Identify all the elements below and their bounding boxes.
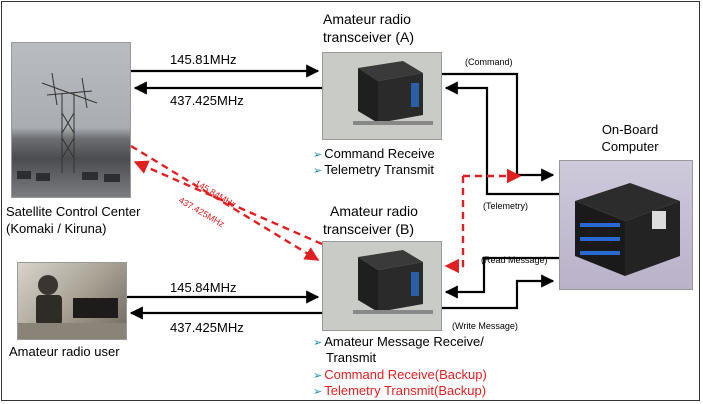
chevron-right-icon: ➢ bbox=[313, 370, 323, 382]
transceiver-b-function-1: ➢Amateur Message Receive/ bbox=[313, 334, 484, 351]
chevron-right-icon: ➢ bbox=[313, 386, 323, 398]
computer-stack-icon bbox=[575, 183, 680, 276]
chevron-right-icon: ➢ bbox=[313, 149, 323, 161]
transceiver-a-function-1: ➢Command Receive bbox=[313, 146, 435, 163]
transceiver-b-photo bbox=[322, 241, 442, 331]
amateur-user-label: Amateur radio user bbox=[9, 344, 120, 359]
transceiver-b-function-1-cont: Transmit bbox=[326, 350, 377, 365]
chevron-right-icon: ➢ bbox=[313, 165, 323, 177]
b-downlink-freq: 437.425MHz bbox=[170, 320, 244, 335]
transceiver-b-function-1-label: Amateur Message Receive/ bbox=[324, 334, 484, 349]
on-board-computer-photo bbox=[559, 160, 693, 290]
cross-uplink-arrow bbox=[130, 144, 320, 262]
obc-title-line1: On-Board bbox=[601, 122, 659, 137]
transceiver-a-photo bbox=[322, 52, 442, 140]
telemetry-label: (Telemetry) bbox=[483, 201, 529, 211]
a-uplink-freq: 145.81MHz bbox=[170, 52, 237, 67]
transceiver-a-function-2: ➢Telemetry Transmit bbox=[313, 162, 434, 179]
telemetry-path bbox=[444, 81, 559, 196]
transceiver-b-backup-1-label: Command Receive(Backup) bbox=[324, 367, 487, 382]
chevron-right-icon: ➢ bbox=[313, 337, 323, 349]
transceiver-b-title-line1: Amateur radio bbox=[330, 203, 418, 219]
antenna-tower-icon bbox=[17, 72, 120, 182]
transceiver-b-backup-1: ➢Command Receive(Backup) bbox=[313, 367, 487, 384]
transceiver-a-function-2-label: Telemetry Transmit bbox=[324, 162, 435, 177]
transceiver-b-title-line2: transceiver (B) bbox=[323, 221, 415, 237]
read-message-path bbox=[444, 256, 559, 299]
control-center-sublabel: (Komaki / Kiruna) bbox=[6, 221, 107, 236]
radio-operator-icon bbox=[18, 275, 126, 339]
transceiver-box-icon bbox=[353, 61, 433, 125]
command-path bbox=[442, 72, 555, 182]
control-center-label: Satellite Control Center bbox=[6, 204, 141, 219]
command-label: (Command) bbox=[465, 57, 513, 67]
read-message-label: (Read Message) bbox=[481, 255, 548, 265]
a-downlink-freq: 437.425MHz bbox=[170, 93, 244, 108]
transceiver-a-title-line2: transceiver (A) bbox=[323, 29, 415, 45]
transceiver-a-title-line1: Amateur radio bbox=[323, 11, 411, 27]
write-message-label: (Write Message) bbox=[452, 321, 518, 331]
obc-title-line2: Computer bbox=[601, 139, 659, 154]
transceiver-b-backup-2-label: Telemetry Transmit(Backup) bbox=[324, 383, 487, 398]
b-uplink-freq: 145.84MHz bbox=[170, 280, 237, 295]
amateur-radio-user-photo bbox=[17, 262, 127, 340]
transceiver-a-function-1-label: Command Receive bbox=[324, 146, 435, 161]
satellite-control-center-photo bbox=[11, 42, 131, 198]
cross-downlink-arrow bbox=[133, 160, 323, 246]
backup-telemetry-path bbox=[444, 176, 465, 274]
write-message-path bbox=[442, 274, 555, 310]
transceiver-b-backup-2: ➢Telemetry Transmit(Backup) bbox=[313, 383, 486, 400]
transceiver-box-icon bbox=[353, 250, 433, 314]
